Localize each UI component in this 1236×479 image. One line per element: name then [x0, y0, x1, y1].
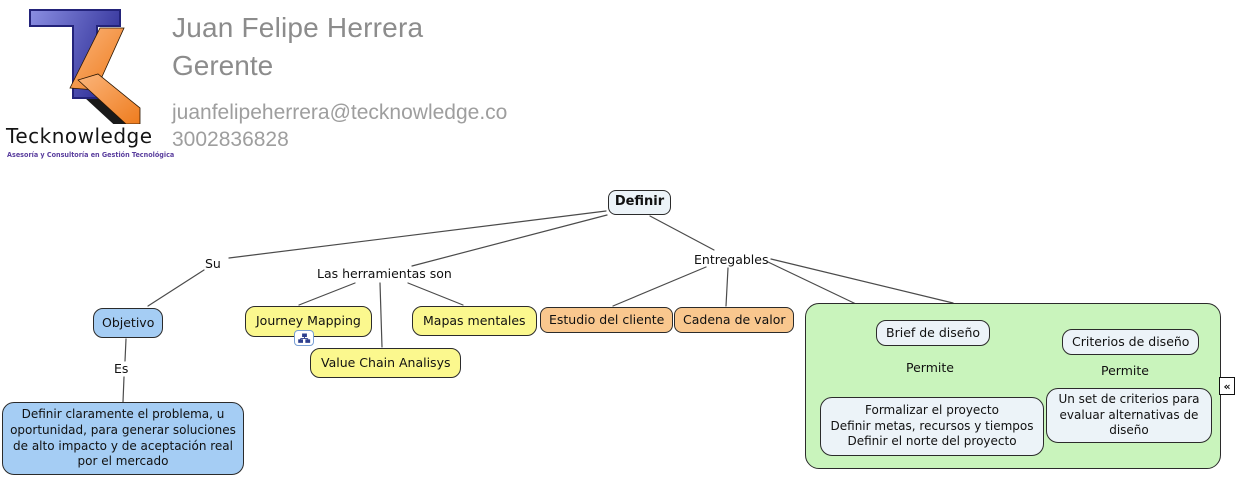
person-email: juanfelipeherrera@tecknowledge.co [172, 101, 508, 124]
node-value-chain[interactable]: Value Chain Analisys [310, 348, 462, 378]
connector [122, 376, 125, 403]
node-criterios-detalle[interactable]: Un set de criterios para evaluar alterna… [1046, 388, 1212, 443]
person-name: Juan Felipe Herrera [172, 12, 424, 43]
node-brief-detalle[interactable]: Formalizar el proyecto Definir metas, re… [820, 397, 1044, 456]
link-label-entregables[interactable]: Entregables [694, 252, 769, 267]
node-criterios-diseno[interactable]: Criterios de diseño [1062, 329, 1200, 355]
k-upper-arm [69, 27, 125, 91]
org-chart-icon [297, 332, 310, 343]
node-objetivo[interactable]: Objetivo [93, 308, 164, 338]
node-cadena-valor[interactable]: Cadena de valor [674, 307, 795, 333]
link-label-su[interactable]: Su [205, 256, 221, 271]
tecknowledge-logo [29, 9, 141, 124]
connector [124, 338, 127, 362]
link-label-permite-criterios[interactable]: Permite [1101, 363, 1149, 378]
link-label-permite-brief[interactable]: Permite [906, 360, 954, 375]
node-mapas-mentales[interactable]: Mapas mentales [412, 306, 537, 336]
connector [612, 266, 707, 307]
connector [649, 215, 715, 251]
k-lower-arm [77, 73, 141, 124]
collapse-control[interactable]: « [1219, 377, 1235, 395]
connector [228, 210, 607, 259]
connector [298, 282, 356, 306]
connector [411, 214, 608, 267]
link-label-es[interactable]: Es [114, 361, 129, 376]
connector [379, 282, 383, 348]
link-label-herramientas[interactable]: Las herramientas son [317, 266, 452, 281]
connector [407, 282, 464, 306]
connector [770, 258, 954, 304]
node-estudio-cliente[interactable]: Estudio del cliente [540, 307, 674, 333]
person-phone: 3002836828 [172, 128, 289, 151]
connector [147, 269, 205, 307]
t-letter [29, 9, 121, 99]
brand-name: Tecknowledge [6, 124, 153, 148]
connector [725, 267, 729, 307]
node-objetivo-detalle[interactable]: Definir claramente el problema, u oportu… [2, 402, 244, 475]
person-role: Gerente [172, 50, 274, 81]
node-brief-diseno[interactable]: Brief de diseño [876, 320, 991, 346]
connector [767, 261, 857, 305]
brand-tagline: Asesoría y Consultoría en Gestión Tecnol… [7, 151, 175, 159]
attached-cmap-icon[interactable] [294, 330, 314, 346]
node-definir[interactable]: Definir [608, 190, 671, 215]
